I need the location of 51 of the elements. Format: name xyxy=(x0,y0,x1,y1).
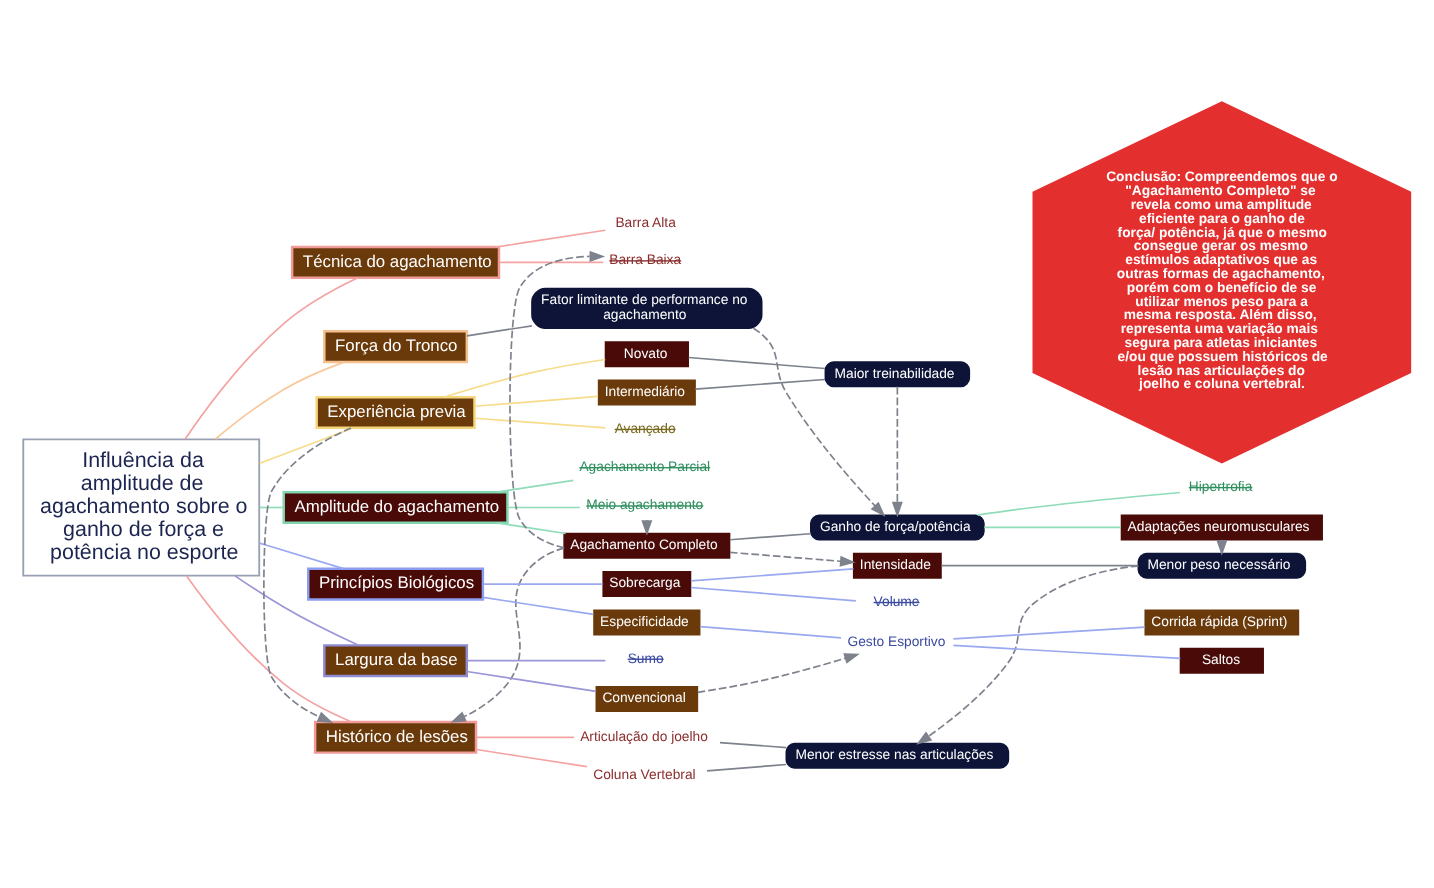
connector xyxy=(482,595,595,615)
connector xyxy=(184,275,359,439)
connector xyxy=(258,505,285,508)
node-box: Técnica do agachamento xyxy=(290,244,501,278)
connector xyxy=(258,541,345,569)
connector xyxy=(729,531,812,540)
node-box: Força do Tronco xyxy=(323,329,469,363)
connector xyxy=(466,323,533,336)
connector xyxy=(475,735,575,738)
arrow xyxy=(509,249,606,548)
connector xyxy=(983,525,1122,528)
connector xyxy=(466,658,607,661)
connector xyxy=(952,625,1146,639)
connector xyxy=(258,426,355,464)
node-box: Histórico de lesões xyxy=(313,719,478,753)
connector xyxy=(976,490,1181,515)
arrow xyxy=(891,385,903,517)
node-box: Princípios Biológicos xyxy=(307,566,485,600)
connector xyxy=(475,747,588,767)
node-box: Experiência previa xyxy=(315,394,476,429)
connector xyxy=(482,582,604,584)
connector xyxy=(466,669,597,692)
arrow xyxy=(450,546,565,722)
arrow xyxy=(752,326,886,516)
connector xyxy=(234,574,360,646)
connector xyxy=(706,762,788,771)
connector xyxy=(690,567,855,581)
connector xyxy=(495,478,575,492)
arrow xyxy=(916,564,1140,744)
connector xyxy=(687,355,826,369)
connector xyxy=(498,260,605,263)
connector xyxy=(690,585,857,601)
arrow xyxy=(729,550,856,566)
connector xyxy=(952,643,1182,659)
connector xyxy=(940,563,1139,566)
connector xyxy=(474,394,599,407)
arrow xyxy=(263,426,352,722)
connector xyxy=(443,357,607,397)
connector xyxy=(474,416,607,428)
connector xyxy=(719,740,787,748)
connector xyxy=(694,377,826,389)
connector xyxy=(185,574,353,722)
node-box: Largura da base xyxy=(323,643,469,677)
connector xyxy=(699,624,842,638)
arrow xyxy=(696,652,860,693)
connector xyxy=(507,505,581,508)
connector xyxy=(495,228,607,247)
node-box: Influência da amplitude de agachamento sobre o ganho de força e potência no esporte xyxy=(22,437,261,576)
node-box: Amplitude do agachamento xyxy=(282,489,509,524)
connector xyxy=(495,521,567,534)
connector xyxy=(214,360,345,439)
